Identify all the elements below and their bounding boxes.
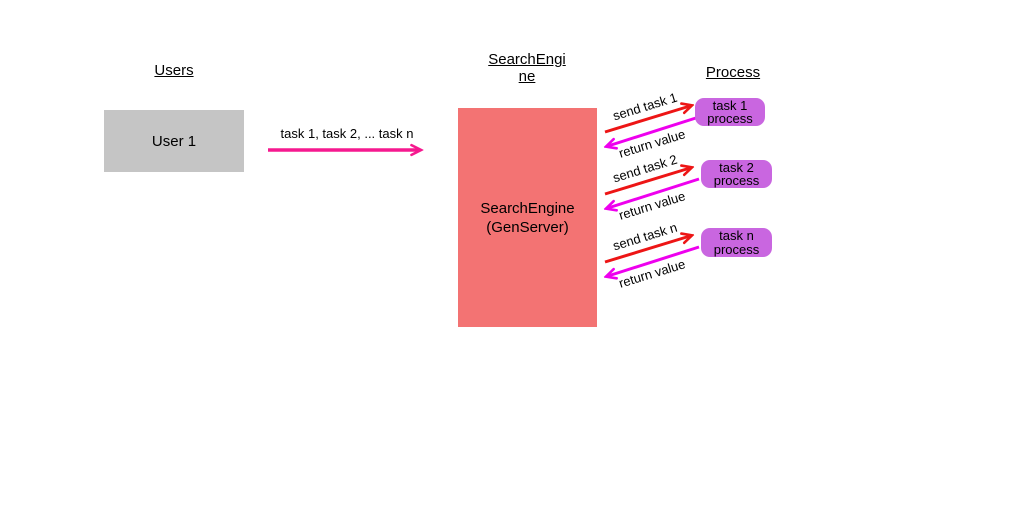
task2-process-label-line2: process (713, 173, 760, 188)
users-column-header: Users (104, 62, 244, 79)
user1-node-label: User 1 (151, 132, 197, 150)
taskn-process-label-line1: task n (719, 228, 754, 243)
task1-process-node: task 1 process (695, 98, 765, 126)
search-engine-node: SearchEngine (GenServer) (458, 108, 597, 327)
search-engine-header-line1: SearchEngi (488, 51, 566, 68)
taskn-process-node: task n process (701, 228, 772, 257)
process-column-header-label: Process (705, 64, 761, 81)
user1-node: User 1 (104, 110, 244, 172)
search-engine-column-header: SearchEngi ne (477, 51, 577, 85)
search-engine-header-line2: ne (518, 68, 536, 85)
send-task-1-label: send task 1 (611, 89, 679, 124)
process-column-header: Process (683, 64, 783, 81)
search-engine-node-label-line1: SearchEngine (480, 199, 575, 217)
search-engine-node-label-line2: (GenServer) (486, 218, 569, 236)
task1-process-label-line1: task 1 (712, 97, 748, 113)
return-value-n-label: return value (616, 256, 688, 291)
users-column-header-label: Users (154, 62, 194, 79)
task1-process-label-line2: process (707, 111, 753, 126)
taskn-process-label-line2: process (713, 241, 760, 257)
task2-process-label-line1: task 2 (719, 159, 754, 175)
task2-process-node: task 2 process (701, 160, 772, 188)
user-to-engine-arrow-label: task 1, task 2, ... task n (280, 126, 414, 141)
